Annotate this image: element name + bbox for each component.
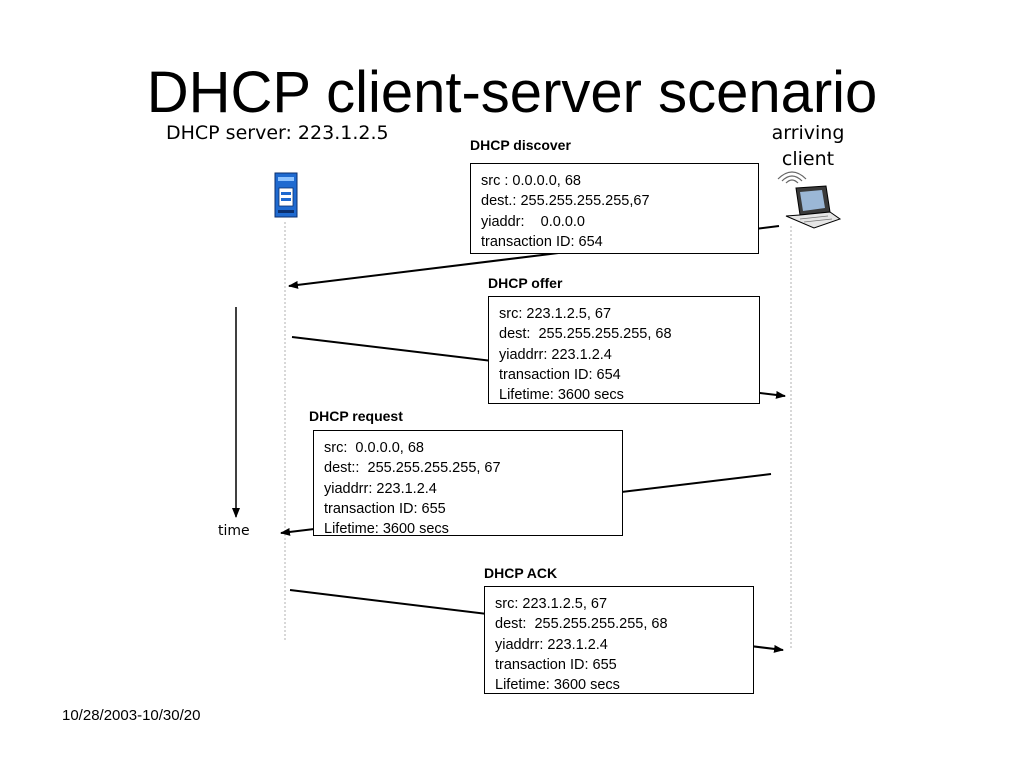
msg-line: transaction ID: 654 [481, 233, 603, 250]
msg-line: dest: 255.255.255.255, 68 [499, 326, 672, 343]
msg-title-discover: DHCP discover [470, 137, 571, 153]
msg-box-offer: src: 223.1.2.5, 67 dest: 255.255.255.255… [488, 296, 760, 404]
msg-title-request: DHCP request [309, 408, 403, 424]
msg-line: src: 223.1.2.5, 67 [499, 306, 612, 322]
laptop-icon [777, 171, 842, 229]
client-label: arriving client [752, 120, 864, 172]
msg-line: yiaddrr: 223.1.2.4 [495, 636, 608, 653]
msg-line: transaction ID: 655 [495, 656, 617, 673]
msg-title-offer: DHCP offer [488, 275, 563, 291]
msg-box-discover: src : 0.0.0.0, 68 dest.: 255.255.255.255… [470, 163, 759, 254]
footer-date: 10/28/2003-10/30/20 [62, 707, 201, 724]
msg-line: src: 223.1.2.5, 67 [495, 596, 608, 612]
msg-line: dest:: 255.255.255.255, 67 [324, 460, 501, 477]
msg-line: src : 0.0.0.0, 68 [481, 173, 581, 189]
msg-line: yiaddrr: 223.1.2.4 [499, 346, 612, 363]
msg-line: dest: 255.255.255.255, 68 [495, 616, 668, 633]
msg-line: Lifetime: 3600 secs [495, 677, 620, 694]
msg-line: src: 0.0.0.0, 68 [324, 440, 424, 456]
msg-line: dest.: 255.255.255.255,67 [481, 193, 650, 210]
msg-line: Lifetime: 3600 secs [324, 521, 449, 538]
client-label-line-1: arriving [771, 122, 845, 144]
msg-line: yiaddrr: 223.1.2.4 [324, 480, 437, 497]
msg-line: Lifetime: 3600 secs [499, 387, 624, 404]
msg-line: yiaddr: 0.0.0.0 [481, 213, 585, 230]
msg-title-ack: DHCP ACK [484, 565, 558, 581]
server-icon [274, 172, 298, 218]
client-label-line-2: client [781, 148, 835, 170]
msg-line: transaction ID: 655 [324, 500, 446, 517]
time-axis-label: time [218, 523, 250, 539]
msg-box-request: src: 0.0.0.0, 68 dest:: 255.255.255.255,… [313, 430, 623, 538]
msg-box-ack: src: 223.1.2.5, 67 dest: 255.255.255.255… [484, 586, 754, 694]
server-label: DHCP server: 223.1.2.5 [166, 122, 389, 144]
msg-line: transaction ID: 654 [499, 366, 621, 383]
page-title: DHCP client-server scenario [146, 60, 878, 125]
